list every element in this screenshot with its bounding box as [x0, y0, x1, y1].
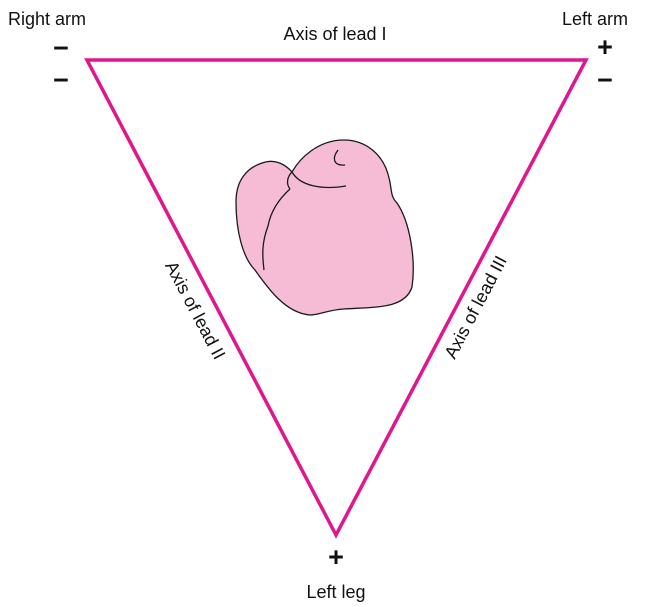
left-leg-label: Left leg — [306, 582, 365, 602]
right-arm-sign-bottom: − — [53, 65, 69, 95]
axis-lead-1-label: Axis of lead I — [283, 24, 386, 44]
left-arm-label: Left arm — [562, 9, 628, 29]
heart-icon — [236, 140, 413, 315]
right-arm-sign-top: − — [53, 33, 69, 63]
heart-outline — [236, 140, 413, 315]
left-arm-sign-bottom: − — [597, 65, 613, 95]
left-leg-sign: + — [328, 542, 344, 572]
left-arm-sign-top: + — [597, 32, 613, 62]
right-arm-label: Right arm — [8, 9, 86, 29]
